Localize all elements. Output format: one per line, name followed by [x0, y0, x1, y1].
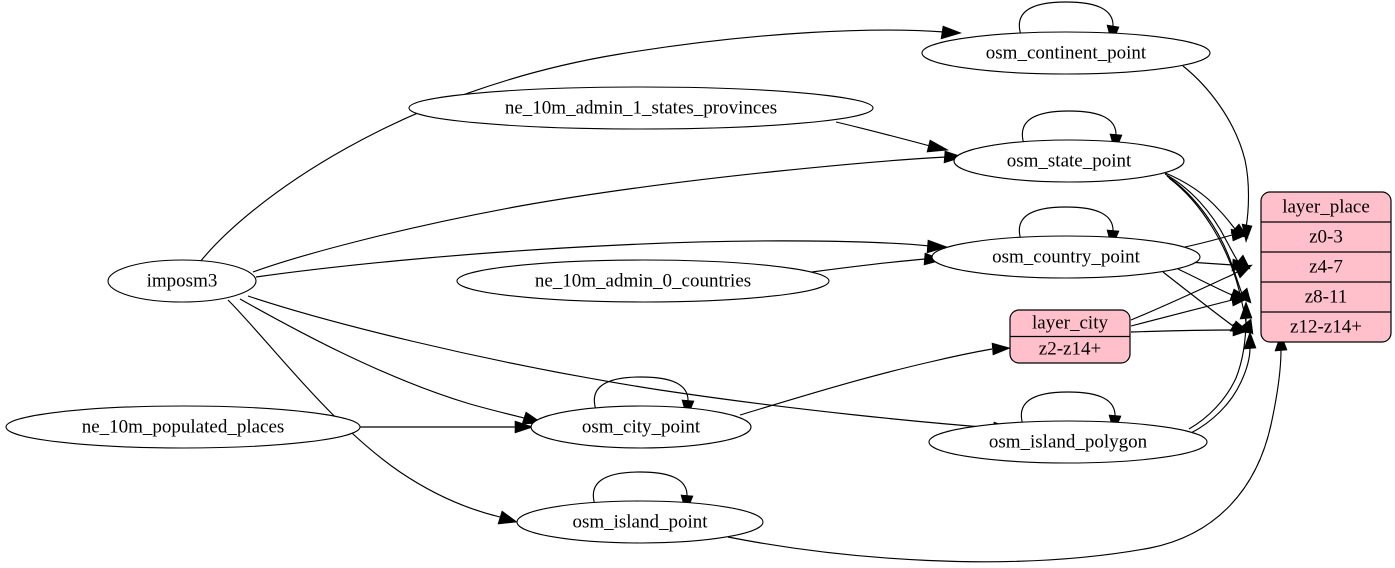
node-imposm3[interactable]: imposm3: [107, 259, 257, 303]
edge-ne-countries-to-osm-country-point: [811, 252, 944, 273]
node-osm-country-point[interactable]: osm_country_point: [931, 235, 1201, 279]
edge-osm-island-polygon-to-layer-place-z8-11: [1188, 301, 1253, 430]
node-ne-10m-admin-0-countries[interactable]: ne_10m_admin_0_countries: [456, 259, 830, 303]
edge-ne-states-to-osm-state-point: [835, 121, 949, 153]
node-osm-island-point[interactable]: osm_island_point: [516, 500, 764, 544]
edge-layer-city-to-layer-place-z12-z14: [1130, 323, 1252, 337]
node-osm-state-point[interactable]: osm_state_point: [953, 139, 1185, 183]
node-osm-island-polygon[interactable]: osm_island_polygon: [928, 420, 1208, 464]
node-osm-continent-point[interactable]: osm_continent_point: [921, 31, 1211, 75]
edge-imposm3-to-osm-continent-point: [199, 25, 962, 263]
edge-imposm3-to-osm-state-point: [252, 150, 964, 273]
edge-osm-island-polygon-to-layer-place-z12-z14: [1190, 331, 1257, 434]
edge-imposm3-to-osm-city-point: [239, 298, 543, 425]
record-node-layer-city[interactable]: layer_city z2-z14+: [1009, 309, 1131, 364]
record-node-layer-place[interactable]: layer_place z0-3 z4-7 z8-11 z12-z14+: [1260, 191, 1392, 343]
node-ne-10m-populated-places[interactable]: ne_10m_populated_places: [5, 405, 361, 449]
edge-layer-city-to-layer-place-z8-11: [1130, 293, 1250, 327]
edge-imposm3-to-osm-island-point: [227, 299, 518, 525]
edge-osm-continent-point-to-layer-place-z0-3: [1182, 65, 1253, 244]
node-ne-10m-admin-1-states-provinces[interactable]: ne_10m_admin_1_states_provinces: [408, 86, 874, 130]
edge-imposm3-to-osm-country-point: [255, 239, 948, 278]
edge-osm-city-point-to-layer-city: [739, 342, 1011, 416]
edge-ne-places-to-osm-city-point: [360, 420, 534, 434]
node-osm-city-point[interactable]: osm_city_point: [530, 405, 752, 449]
edge-layer-city-to-layer-place-z4-7: [1130, 264, 1253, 321]
